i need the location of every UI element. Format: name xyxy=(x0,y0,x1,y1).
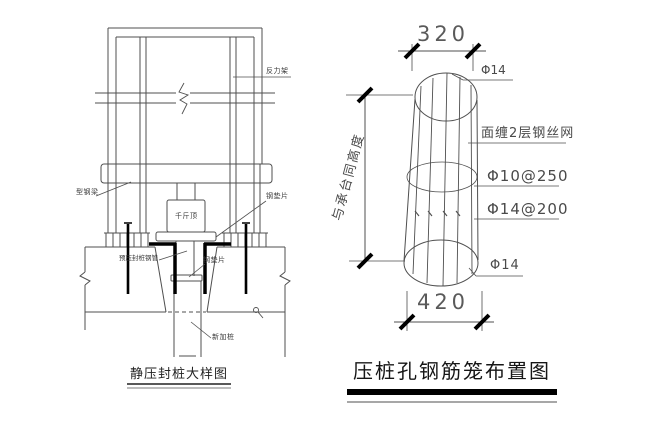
jack-assembly xyxy=(155,183,217,282)
right-figure-title: 压桩孔钢筋笼布置图 xyxy=(353,359,551,383)
steel-shim-bottom-label: 钢垫片 xyxy=(203,256,226,264)
thick-angles-and-bolts xyxy=(124,222,250,294)
top-bar-callout: Φ14 xyxy=(481,63,506,77)
right-title-underline xyxy=(347,389,557,403)
dimension-height-left xyxy=(346,86,413,270)
right-figure-leaders xyxy=(451,73,566,277)
reaction-frame-label: 反力架 xyxy=(266,67,289,75)
dim-320: 320 xyxy=(416,22,470,46)
stirrup-lower-callout: Φ14@200 xyxy=(487,200,569,218)
new-pile xyxy=(173,281,202,357)
left-title-underline xyxy=(127,383,231,389)
rebar-cage-cylinder xyxy=(403,72,479,287)
pile-cap-slab xyxy=(79,246,291,357)
reaction-frame xyxy=(95,27,275,164)
left-figure-title: 静压封桩大样图 xyxy=(129,367,228,382)
jack-label: 千斤顶 xyxy=(175,212,198,220)
new-pile-label: 新加桩 xyxy=(212,333,235,341)
steel-beam-box xyxy=(100,163,273,184)
stirrup-upper-callout: Φ10@250 xyxy=(487,167,569,185)
steel-beam-label: 型钢梁 xyxy=(76,188,99,196)
steel-shim-top-label: 钢垫片 xyxy=(266,192,289,200)
seal-pipe-label: 预压封桩钢管 xyxy=(119,254,158,262)
left-figure-leaders xyxy=(95,76,291,339)
dimension-top-320 xyxy=(398,42,486,71)
wire-mesh-callout: 面缠2层钢丝网 xyxy=(481,126,575,141)
dim-420: 420 xyxy=(416,290,470,314)
dimension-bottom-420 xyxy=(394,291,494,331)
bottom-bar-callout: Φ14 xyxy=(490,258,520,273)
